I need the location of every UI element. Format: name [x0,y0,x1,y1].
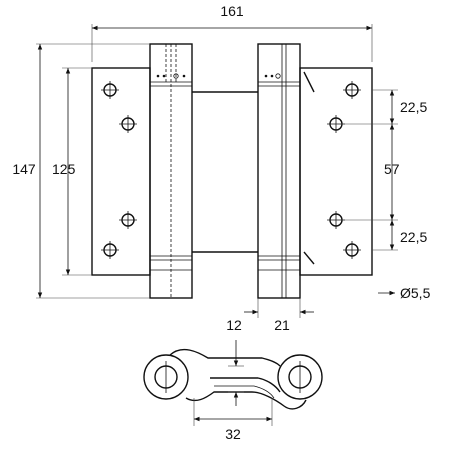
plan-left-knuckle [143,354,189,400]
dim-overall-height: 147 [12,161,36,177]
dim-hole-spacing: 57 [384,161,400,177]
dimension-lines [37,25,395,315]
left-barrel [149,43,193,299]
dim-barrel-width: 21 [274,317,290,333]
spring-body [192,91,258,253]
dim-overall-width: 161 [220,3,244,19]
dim-leaf-height: 125 [52,161,76,177]
plan-right-knuckle [277,354,323,400]
left-leaf-plate [91,67,151,276]
front-view [36,24,398,318]
dim-hole-offset-bottom: 22,5 [400,229,427,245]
right-barrel [257,43,315,299]
dim-hole-offset-top: 22,5 [400,99,427,115]
dim-hole-diameter: Ø5,5 [400,285,431,301]
extension-lines [36,24,398,318]
right-leaf-plate [299,67,373,276]
dim-plan-depth: 12 [226,317,242,333]
screw-holes [101,81,361,259]
dimension-labels: 161 147 125 22,5 57 22,5 Ø5,5 21 12 32 [12,3,430,442]
dim-plan-width: 32 [225,426,241,442]
plan-view [143,340,323,426]
